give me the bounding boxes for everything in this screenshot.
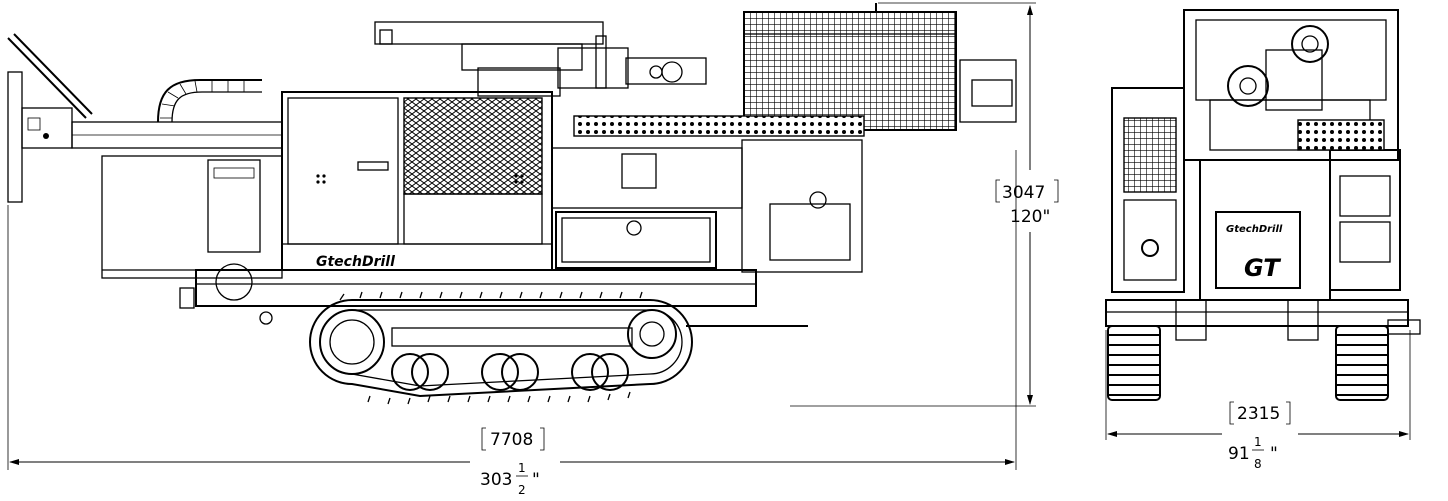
engine-enclosure: GtechDrill bbox=[281, 91, 553, 271]
height-metric: 3047 bbox=[1002, 183, 1045, 203]
mesh-guard bbox=[743, 3, 1017, 131]
length-dimension: 7708 303 1 2 " bbox=[7, 150, 1017, 497]
side-brand-label: GtechDrill bbox=[316, 254, 395, 270]
length-metric: 7708 bbox=[490, 430, 533, 450]
chassis bbox=[195, 269, 757, 307]
width-imperial-whole: 91 bbox=[1228, 444, 1250, 464]
width-dimension: 2315 91 1 8 " bbox=[1105, 330, 1411, 471]
rear-frame bbox=[101, 155, 283, 325]
cable-carrier bbox=[157, 79, 262, 123]
rod-rack bbox=[573, 115, 865, 137]
length-imperial-num: 1 bbox=[518, 461, 526, 475]
width-imperial-unit: " bbox=[1270, 444, 1278, 464]
length-imperial-den: 2 bbox=[518, 483, 526, 497]
drill-mast bbox=[7, 33, 283, 203]
side-view-machine: GtechDrill bbox=[7, 3, 1017, 405]
length-imperial-whole: 303 bbox=[480, 470, 512, 490]
length-imperial-unit: " bbox=[532, 470, 540, 490]
crawler-track bbox=[309, 291, 693, 405]
rear-brand-label: GtechDrill bbox=[1226, 224, 1283, 235]
rear-view-machine: GtechDrill GT bbox=[1105, 9, 1421, 401]
rear-model-label: GT bbox=[1244, 254, 1281, 282]
width-imperial-den: 8 bbox=[1254, 457, 1262, 471]
height-dimension: 3047 120" bbox=[790, 2, 1059, 407]
toolbox bbox=[551, 139, 863, 273]
rotary-head bbox=[374, 21, 707, 97]
height-imperial: 120" bbox=[1010, 207, 1050, 227]
width-imperial-num: 1 bbox=[1254, 435, 1262, 449]
width-metric: 2315 bbox=[1237, 404, 1280, 424]
